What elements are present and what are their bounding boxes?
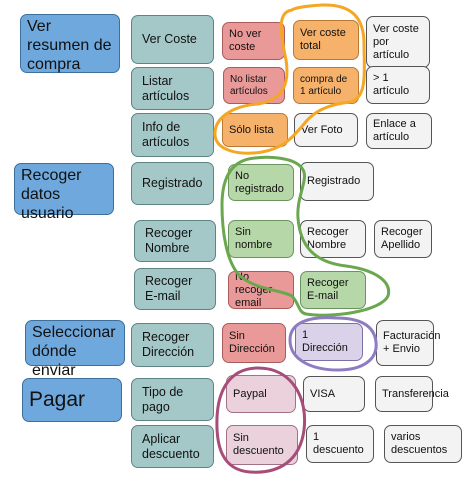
option-text: Transferencia (382, 387, 449, 400)
option-recoger-email: Recoger E-mail (300, 271, 366, 309)
option-text: Facturación + Envio (383, 330, 441, 355)
row-label-recoger-direccion: Recoger Dirección (131, 323, 214, 367)
option-text: Sólo lista (229, 123, 274, 136)
option-text: No ver coste (229, 28, 262, 53)
row-label-text: Aplicar descuento (142, 431, 200, 461)
option-recoger-nombre: Recoger Nombre (300, 220, 366, 258)
option-ver-coste-por-articulo: Ver coste por artículo (366, 16, 430, 68)
option-1-direccion: 1 Dirección (295, 323, 363, 361)
row-label-listar-articulos: Listar artículos (131, 67, 214, 110)
option-sin-nombre: Sin nombre (228, 220, 294, 258)
option-text: varios descuentos (391, 431, 448, 456)
row-label-text: Registrado (142, 176, 203, 190)
option-ver-foto: Ver Foto (294, 113, 358, 147)
option-text: 1 Dirección (302, 329, 348, 354)
option-sin-direccion: Sin Dirección (222, 323, 286, 363)
option-compra-de-1-articulo: compra de 1 artículo (293, 67, 359, 104)
row-label-text: Listar artículos (142, 73, 190, 103)
option-enlace-a-articulo: Enlace a artículo (366, 113, 432, 149)
row-label-registrado: Registrado (131, 162, 214, 205)
option-visa: VISA (303, 376, 365, 412)
row-label-ver-coste: Ver Coste (131, 15, 214, 64)
option-facturacion-envio: Facturación + Envio (376, 320, 440, 366)
row-label-text: Recoger E-mail (145, 274, 193, 303)
step-seleccionar-donde-enviar: Seleccionar dónde enviar (25, 320, 125, 379)
step-title: Recoger datos usuario (21, 167, 82, 222)
option-text: Sin Dirección (229, 330, 275, 355)
option-registrado: Registrado (300, 162, 374, 201)
row-label-text: Recoger Nombre (145, 226, 193, 255)
option-ver-coste-total: Ver coste total (293, 20, 359, 60)
step-title: Pagar (29, 388, 86, 411)
option-solo-lista: Sólo lista (222, 113, 288, 147)
row-label-aplicar-descuento: Aplicar descuento (131, 425, 214, 468)
option-1-descuento: 1 descuento (306, 425, 374, 463)
row-label-text: Info de artículos (142, 120, 190, 149)
option-paypal: Paypal (226, 375, 296, 413)
row-label-text: Tipo de pago (142, 384, 184, 414)
option-no-listar-articulos: No listar artículos (223, 67, 285, 104)
option-text: Ver coste por artículo (373, 22, 419, 61)
option-text: No registrado (235, 169, 284, 195)
step-ver-resumen-de-compra: Ver resumen de compra (20, 14, 120, 73)
option-no-recoger-email: No recoger email (228, 271, 294, 309)
option-text: Paypal (233, 387, 267, 400)
option-mas-de-1-articulo: > 1 artículo (366, 66, 430, 104)
option-text: Enlace a artículo (373, 118, 416, 143)
step-title: Ver resumen de compra (27, 18, 112, 73)
option-text: VISA (310, 387, 336, 400)
option-text: Ver Foto (301, 123, 343, 136)
step-pagar: Pagar (22, 378, 122, 422)
option-no-ver-coste: No ver coste (222, 22, 285, 60)
option-text: Ver coste total (300, 27, 346, 52)
option-sin-descuento: Sin descuento (226, 425, 298, 465)
step-title: Seleccionar dónde enviar (32, 324, 116, 379)
option-transferencia: Transferencia (375, 376, 449, 412)
option-no-registrado: No registrado (228, 164, 294, 201)
option-text: Sin descuento (233, 432, 284, 457)
step-recoger-datos-usuario: Recoger datos usuario (14, 163, 114, 222)
option-text: Recoger Apellido (381, 226, 423, 251)
row-label-info-de-articulos: Info de artículos (131, 113, 214, 157)
option-varios-descuentos: varios descuentos (384, 425, 462, 463)
option-text: Recoger E-mail (307, 277, 349, 302)
option-text: > 1 artículo (373, 72, 410, 97)
row-label-recoger-nombre: Recoger Nombre (134, 220, 216, 262)
row-label-text: Recoger Dirección (142, 330, 195, 359)
row-label-text: Ver Coste (142, 32, 197, 46)
option-recoger-apellido: Recoger Apellido (374, 220, 432, 258)
option-text: Registrado (307, 175, 361, 187)
option-text: 1 descuento (313, 431, 364, 456)
option-text: No recoger email (235, 270, 273, 309)
option-text: Sin nombre (235, 226, 273, 251)
option-text: compra de 1 artículo (300, 73, 348, 97)
row-label-recoger-email: Recoger E-mail (134, 268, 216, 310)
option-text: Recoger Nombre (307, 226, 349, 251)
option-text: No listar artículos (230, 73, 268, 97)
row-label-tipo-de-pago: Tipo de pago (131, 378, 214, 421)
